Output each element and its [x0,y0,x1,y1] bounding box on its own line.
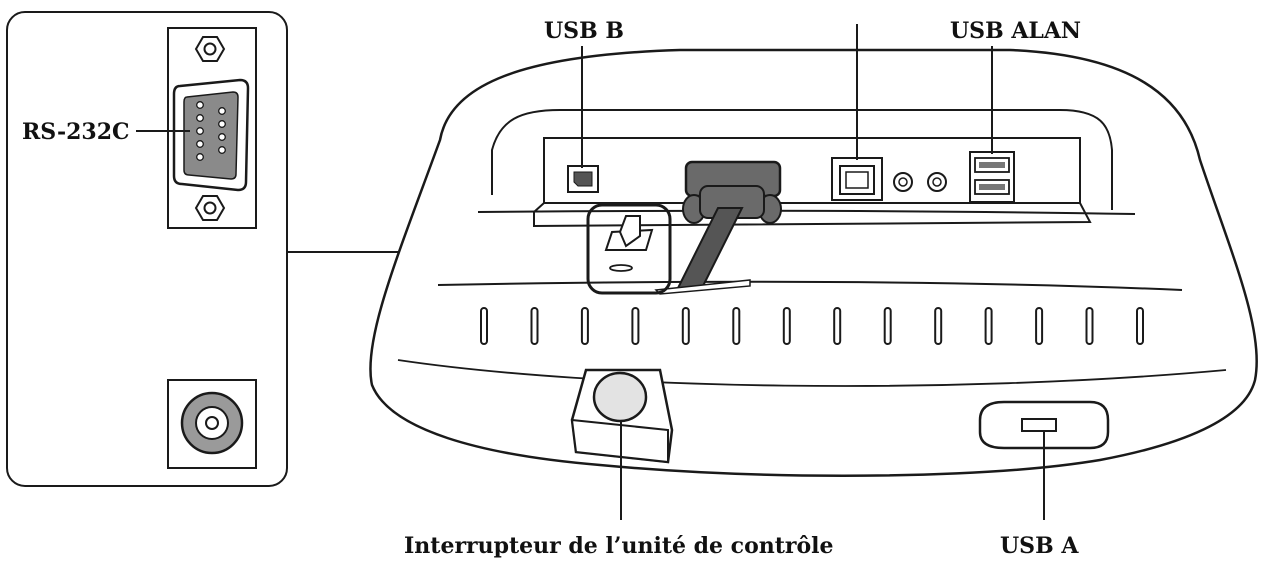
vent-slot [1137,308,1143,344]
audio-jack-icon [928,173,946,191]
vent-slot [834,308,840,344]
vent-slot [784,308,790,344]
usb-alan-ports-icon [970,152,1014,202]
dc-power-jack-plate [168,380,256,468]
usb-alan-label: USB ALAN [950,18,1081,44]
rs232c-label: RS-232C [22,119,130,145]
lan-port-icon [832,158,882,200]
vent-slot [532,308,538,344]
vent-slot [1087,308,1093,344]
rear-detail-panel: RS-232C [7,12,287,486]
vent-slot [733,308,739,344]
hex-screw-icon [196,37,224,61]
vent-slot [986,308,992,344]
vent-slot [481,308,487,344]
usb-b-port-icon [568,166,598,192]
vent-slot [683,308,689,344]
vent-slot [885,308,891,344]
usb-a-label: USB A [1000,533,1079,559]
vent-slot [1036,308,1042,344]
device-body [370,50,1256,476]
vent-slot [632,308,638,344]
usb-b-label: USB B [544,18,624,44]
control-unit-device [370,50,1256,476]
db9-connector-icon [174,80,248,190]
vent-slot [935,308,941,344]
serial-port-plate [168,28,256,228]
vent-slot [582,308,588,344]
hex-screw-icon [196,196,224,220]
audio-jack-icon [894,173,912,191]
power-switch-label: Interrupteur de l’unité de contrôle [404,533,834,559]
